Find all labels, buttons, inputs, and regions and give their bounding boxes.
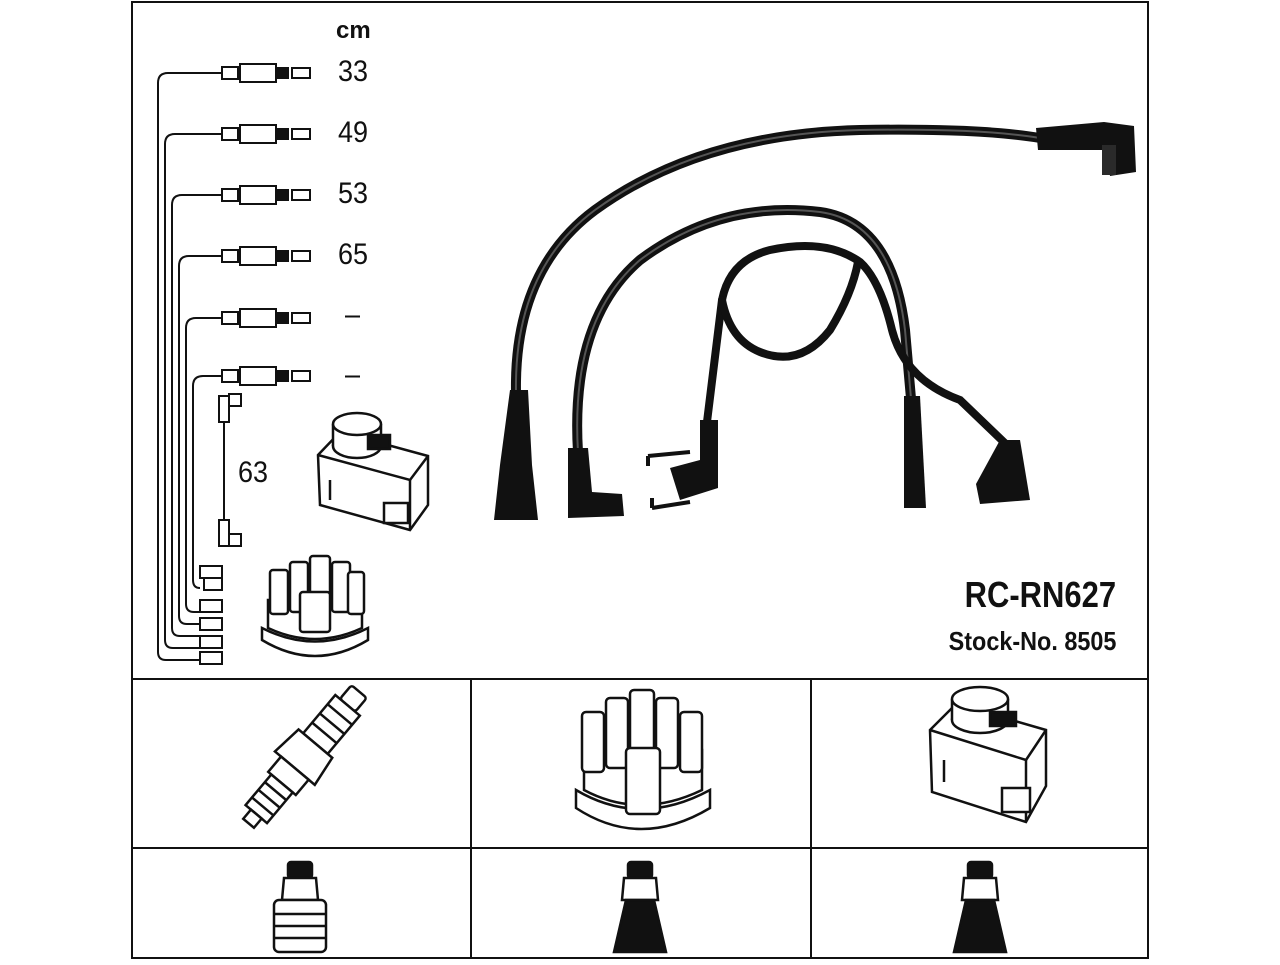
wire-connectors [221, 63, 311, 386]
cable-2-straight-boot [904, 396, 926, 508]
coil-lead-length: 63 [238, 456, 269, 489]
terminal-2 [612, 860, 668, 954]
distributor-cap-diagram [574, 688, 712, 831]
wire-line-6 [192, 375, 222, 589]
wire-line-3 [171, 194, 222, 637]
wire-line-1 [157, 72, 222, 661]
terminal-1 [272, 860, 328, 954]
length-label-5: – [345, 298, 361, 331]
ignition-coil-small [316, 411, 430, 532]
frame [131, 1, 1149, 959]
connector-3 [221, 185, 311, 205]
distributor-connectors [199, 565, 223, 665]
terminal-3 [952, 860, 1008, 954]
cable-3-distributor-end [670, 420, 718, 500]
length-label-2: 49 [338, 116, 369, 149]
connector-4 [221, 246, 311, 266]
length-label-1: 33 [338, 55, 369, 88]
distributor-cap-small [260, 554, 370, 658]
connector-6 [221, 366, 311, 386]
cable-1-angled-end [1036, 122, 1136, 176]
cable-1-boot [494, 390, 538, 520]
connector-1 [221, 63, 311, 83]
ignition-cables [494, 122, 1136, 520]
connector-5 [221, 308, 311, 328]
length-label-4: 65 [338, 238, 369, 271]
unit-label: cm [336, 17, 371, 44]
coil-lead [218, 393, 242, 547]
wire-length-schematic [157, 72, 222, 661]
model-number: RC-RN627 [964, 574, 1116, 615]
spark-plug-diagram [241, 685, 367, 830]
wire-line-2 [164, 133, 222, 649]
length-label-6: – [345, 358, 361, 391]
cable-2 [572, 205, 917, 457]
ignition-coil-diagram [928, 685, 1048, 824]
length-label-3: 53 [338, 177, 369, 210]
cable-3-angled-end [976, 440, 1030, 504]
stock-number: Stock-No. 8505 [948, 626, 1116, 656]
wire-line-5 [185, 317, 222, 613]
wire-line-4 [178, 255, 222, 625]
connector-2 [221, 124, 311, 144]
cable-2-angled-end [568, 448, 624, 518]
